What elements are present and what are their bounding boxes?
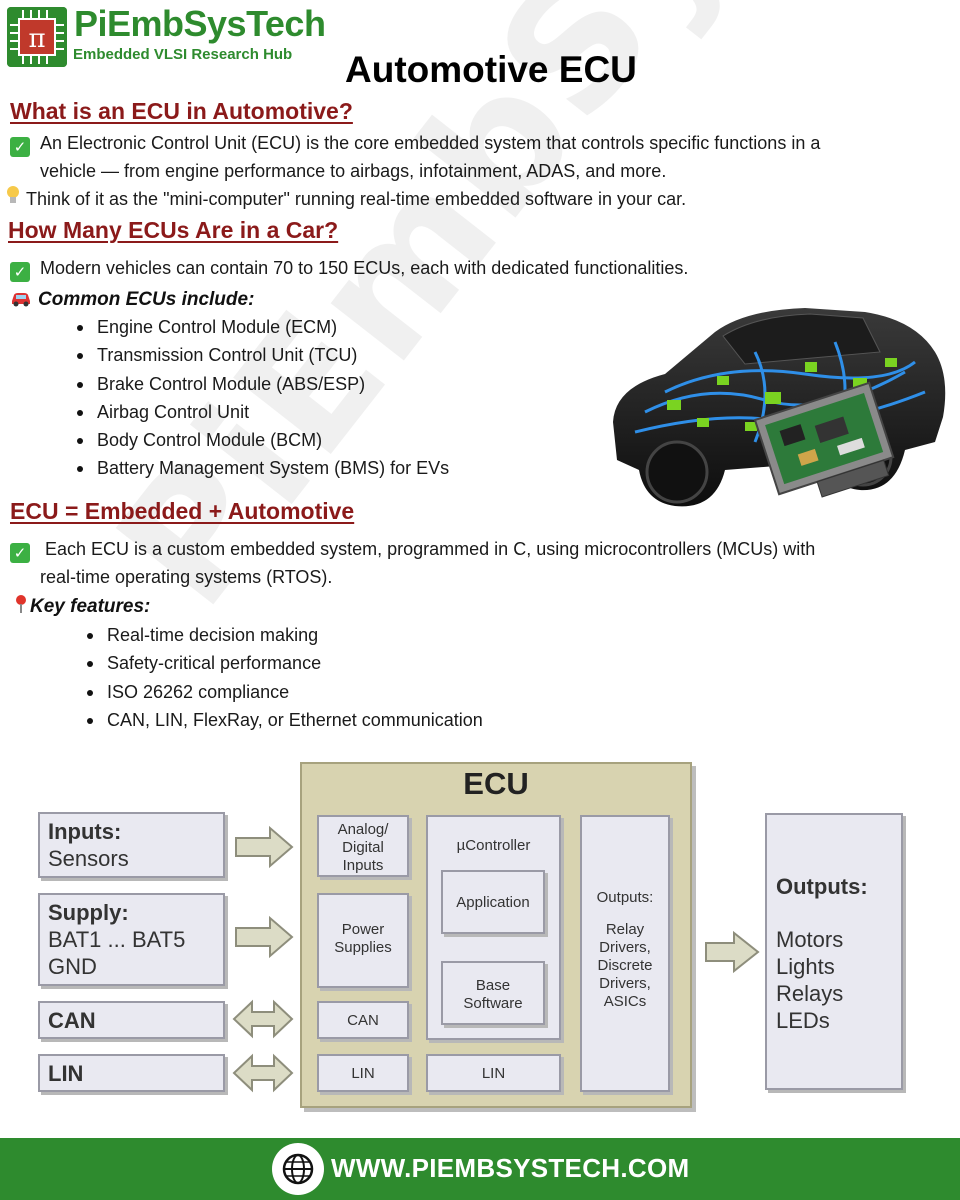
- list-item: ISO 26262 compliance: [87, 678, 483, 706]
- checkmark-icon: ✓: [10, 543, 30, 563]
- lin-inner-box: LIN: [317, 1054, 409, 1092]
- list-item: CAN, LIN, FlexRay, or Ethernet communica…: [87, 706, 483, 734]
- section1-tip: Think of it as the "mini-computer" runni…: [6, 185, 686, 213]
- page-title: Automotive ECU: [345, 49, 637, 90]
- list-item: Engine Control Module (ECM): [77, 313, 449, 341]
- list-item: Real-time decision making: [87, 621, 483, 649]
- brand-tagline: Embedded VLSI Research Hub: [73, 46, 293, 63]
- section-heading-ecu-equals: ECU = Embedded + Automotive: [10, 498, 355, 524]
- list-item: Safety-critical performance: [87, 649, 483, 677]
- logo-symbol: π: [28, 24, 45, 54]
- outputs-box: Outputs: Motors Lights Relays LEDs: [765, 813, 903, 1090]
- list-item: Battery Management System (BMS) for EVs: [77, 454, 449, 482]
- car-ecu-illustration: [605, 292, 950, 527]
- section1-paragraph: ✓An Electronic Control Unit (ECU) is the…: [10, 129, 950, 185]
- list-item: Transmission Control Unit (TCU): [77, 341, 449, 369]
- globe-icon: [272, 1143, 324, 1195]
- lin-mid-box: LIN: [426, 1054, 561, 1092]
- pin-icon: [14, 594, 28, 620]
- can-box: CAN: [38, 1001, 225, 1039]
- supply-box: Supply: BAT1 ... BAT5 GND: [38, 893, 225, 986]
- ecu-label: ECU: [463, 766, 529, 801]
- logo-chip-icon: π: [7, 7, 67, 67]
- lin-box: LIN: [38, 1054, 225, 1092]
- key-features-subheading: Key features:: [14, 594, 150, 620]
- output-drivers-box: Outputs: Relay Drivers, Discrete Drivers…: [580, 815, 670, 1092]
- section-heading-what-is-ecu: What is an ECU in Automotive?: [10, 98, 353, 124]
- section-heading-how-many-ecus: How Many ECUs Are in a Car?: [8, 217, 339, 243]
- list-item: Body Control Module (BCM): [77, 426, 449, 454]
- website-link[interactable]: WWW.PIEMBSYSTECH.COM: [331, 1153, 690, 1183]
- brand-name: PiEmbSysTech: [74, 3, 326, 44]
- section2-paragraph: ✓Modern vehicles can contain 70 to 150 E…: [10, 254, 688, 282]
- car-icon: [10, 291, 32, 313]
- input-arrows: [232, 825, 294, 1093]
- checkmark-icon: ✓: [10, 262, 30, 282]
- lightbulb-icon: [6, 185, 20, 213]
- section3-paragraph: ✓Each ECU is a custom embedded system, p…: [10, 535, 950, 591]
- common-ecus-subheading: Common ECUs include:: [10, 289, 254, 313]
- inputs-sensors-box: Inputs: Sensors: [38, 812, 225, 878]
- list-item: Airbag Control Unit: [77, 398, 449, 426]
- application-box: Application: [441, 870, 545, 934]
- can-inner-box: CAN: [317, 1001, 409, 1039]
- output-arrow: [705, 930, 760, 974]
- key-features-list: Real-time decision making Safety-critica…: [87, 621, 483, 734]
- checkmark-icon: ✓: [10, 137, 30, 157]
- list-item: Brake Control Module (ABS/ESP): [77, 370, 449, 398]
- footer-bar: [0, 1138, 960, 1200]
- common-ecus-list: Engine Control Module (ECM) Transmission…: [77, 313, 449, 483]
